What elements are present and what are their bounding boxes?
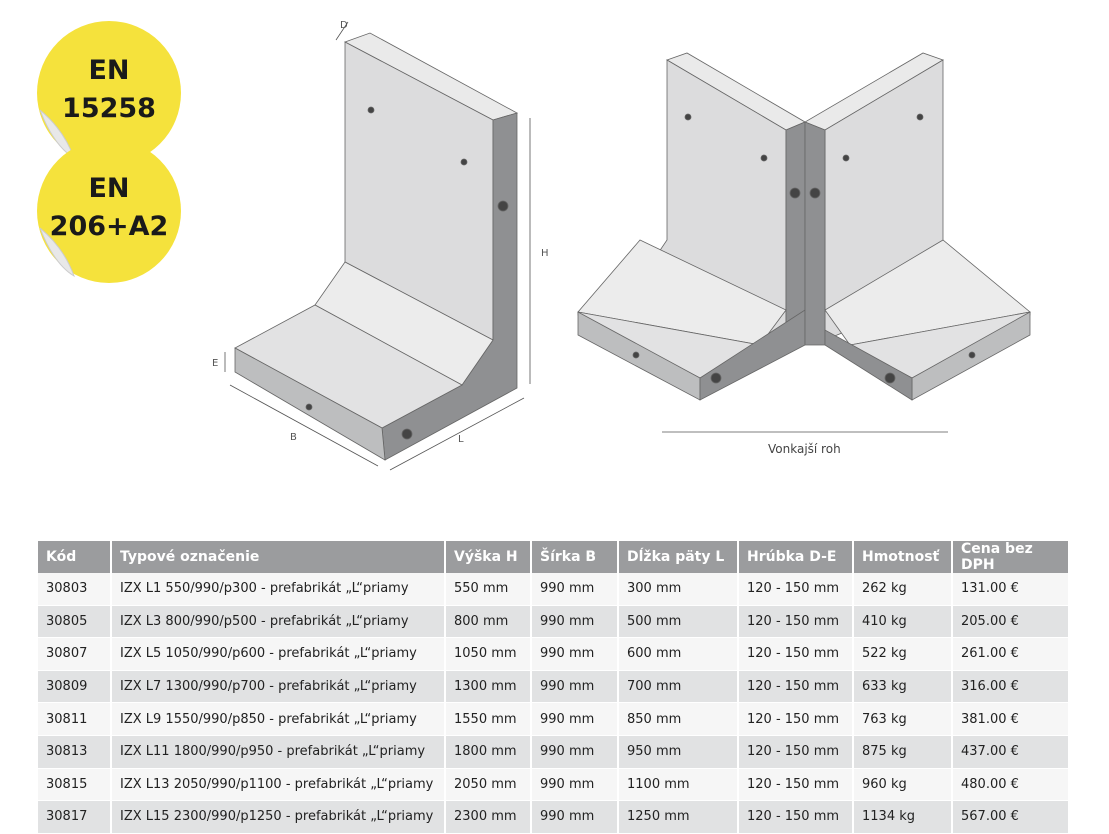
cell-designation: IZX L15 2300/990/p1250 - prefabrikát „L“… <box>111 800 446 834</box>
l-wall-drawings: H D E B L <box>212 20 1031 471</box>
sticker-icon <box>37 139 181 283</box>
cell-heel-length: 950 mm <box>618 735 739 769</box>
cell-weight: 410 kg <box>853 605 953 639</box>
cell-width: 990 mm <box>531 605 619 639</box>
cell-heel-length: 500 mm <box>618 605 739 639</box>
cell-thickness: 120 - 150 mm <box>738 735 854 769</box>
header-thickness: Hrúbka D-E <box>738 541 854 573</box>
cell-width: 990 mm <box>531 800 619 834</box>
cell-price: 437.00 € <box>952 735 1070 769</box>
cell-width: 990 mm <box>531 670 619 704</box>
cell-designation: IZX L1 550/990/p300 - prefabrikát „L“pri… <box>111 573 446 606</box>
cell-price: 381.00 € <box>952 702 1070 736</box>
cell-weight: 875 kg <box>853 735 953 769</box>
product-table: Kód Typové označenie Výška H Šírka B Dĺž… <box>38 541 1070 834</box>
cell-heel-length: 1250 mm <box>618 800 739 834</box>
cell-height: 1300 mm <box>445 670 532 704</box>
header-width: Šírka B <box>531 541 619 573</box>
outer-corner-drawing <box>577 52 1031 433</box>
cell-thickness: 120 - 150 mm <box>738 637 854 671</box>
cell-designation: IZX L11 1800/990/p950 - prefabrikát „L“p… <box>111 735 446 769</box>
cell-price: 316.00 € <box>952 670 1070 704</box>
header-height: Výška H <box>445 541 532 573</box>
cell-code: 30811 <box>38 702 112 736</box>
cell-price: 567.00 € <box>952 800 1070 834</box>
badge-en-15258: EN 15258 <box>34 18 184 168</box>
cell-height: 1800 mm <box>445 735 532 769</box>
table-header-row: Kód Typové označenie Výška H Šírka B Dĺž… <box>38 541 1070 573</box>
cell-price: 205.00 € <box>952 605 1070 639</box>
header-weight: Hmotnosť <box>853 541 953 573</box>
cell-weight: 960 kg <box>853 768 953 802</box>
cell-code: 30807 <box>38 637 112 671</box>
cell-weight: 633 kg <box>853 670 953 704</box>
header-price: Cena bez DPH <box>952 541 1070 573</box>
cell-width: 990 mm <box>531 735 619 769</box>
outer-corner-caption: Vonkajší roh <box>768 442 841 456</box>
cell-height: 550 mm <box>445 573 532 606</box>
cell-code: 30809 <box>38 670 112 704</box>
cell-weight: 522 kg <box>853 637 953 671</box>
cell-height: 800 mm <box>445 605 532 639</box>
cell-thickness: 120 - 150 mm <box>738 605 854 639</box>
header-designation: Typové označenie <box>111 541 446 573</box>
cell-designation: IZX L9 1550/990/p850 - prefabrikát „L“pr… <box>111 702 446 736</box>
cell-weight: 262 kg <box>853 573 953 606</box>
cell-code: 30805 <box>38 605 112 639</box>
cell-heel-length: 1100 mm <box>618 768 739 802</box>
cell-thickness: 120 - 150 mm <box>738 670 854 704</box>
cell-thickness: 120 - 150 mm <box>738 573 854 606</box>
header-heel-length: Dĺžka päty L <box>618 541 739 573</box>
dimension-l: L <box>458 434 464 445</box>
cell-thickness: 120 - 150 mm <box>738 800 854 834</box>
badge-line2: 206+A2 <box>49 211 169 242</box>
cell-width: 990 mm <box>531 573 619 606</box>
cell-price: 131.00 € <box>952 573 1070 606</box>
dimension-b: B <box>290 432 297 443</box>
cell-code: 30803 <box>38 573 112 606</box>
dimension-e: E <box>212 358 218 369</box>
cell-height: 1050 mm <box>445 637 532 671</box>
cell-code: 30817 <box>38 800 112 834</box>
cell-height: 2050 mm <box>445 768 532 802</box>
cell-designation: IZX L5 1050/990/p600 - prefabrikát „L“pr… <box>111 637 446 671</box>
header-code: Kód <box>38 541 112 573</box>
cell-width: 990 mm <box>531 702 619 736</box>
cell-designation: IZX L3 800/990/p500 - prefabrikát „L“pri… <box>111 605 446 639</box>
badge-line2: 15258 <box>62 93 156 124</box>
cell-code: 30813 <box>38 735 112 769</box>
badge-line1: EN <box>88 55 130 86</box>
dimension-d: D <box>340 20 348 31</box>
cell-height: 1550 mm <box>445 702 532 736</box>
cell-designation: IZX L13 2050/990/p1100 - prefabrikát „L“… <box>111 768 446 802</box>
cell-thickness: 120 - 150 mm <box>738 768 854 802</box>
cell-weight: 1134 kg <box>853 800 953 834</box>
badge-line1: EN <box>88 173 130 204</box>
cell-weight: 763 kg <box>853 702 953 736</box>
cell-heel-length: 700 mm <box>618 670 739 704</box>
cell-height: 2300 mm <box>445 800 532 834</box>
cell-code: 30815 <box>38 768 112 802</box>
cell-heel-length: 850 mm <box>618 702 739 736</box>
cell-price: 480.00 € <box>952 768 1070 802</box>
dimension-h: H <box>541 248 549 259</box>
badge-en-206: EN 206+A2 <box>34 136 184 286</box>
cell-thickness: 120 - 150 mm <box>738 702 854 736</box>
l-wall-single-drawing <box>224 21 531 471</box>
cell-width: 990 mm <box>531 637 619 671</box>
cell-width: 990 mm <box>531 768 619 802</box>
cell-heel-length: 600 mm <box>618 637 739 671</box>
cell-price: 261.00 € <box>952 637 1070 671</box>
cell-heel-length: 300 mm <box>618 573 739 606</box>
cell-designation: IZX L7 1300/990/p700 - prefabrikát „L“pr… <box>111 670 446 704</box>
